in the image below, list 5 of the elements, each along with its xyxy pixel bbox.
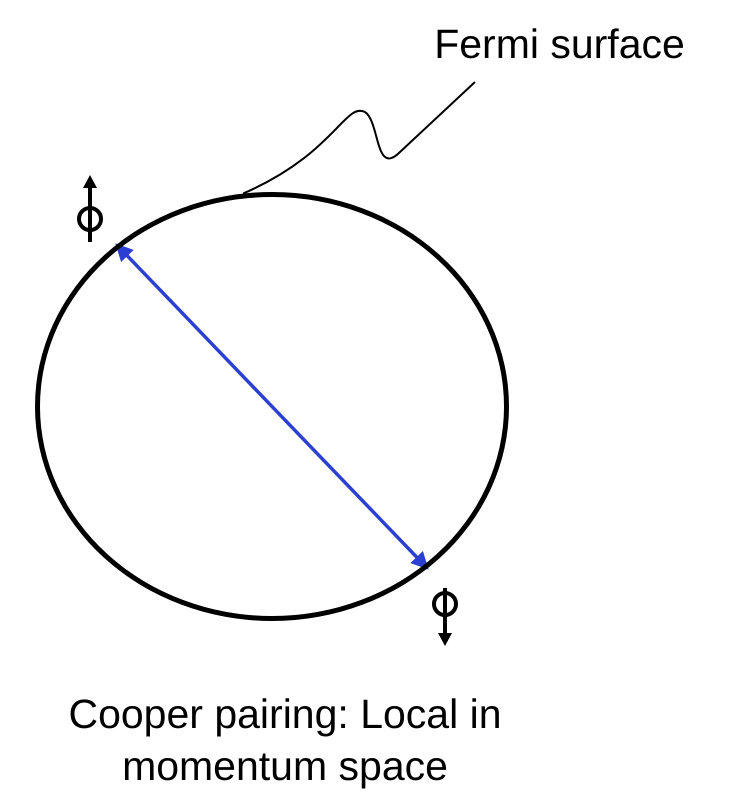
fermi-surface-circle bbox=[35, 192, 509, 621]
double-arrow bbox=[115, 243, 429, 570]
annotation-text: Fermi surface bbox=[434, 24, 685, 64]
caption: Cooper pairing: Local in momentum space bbox=[67, 690, 503, 791]
leader-line bbox=[242, 81, 476, 194]
